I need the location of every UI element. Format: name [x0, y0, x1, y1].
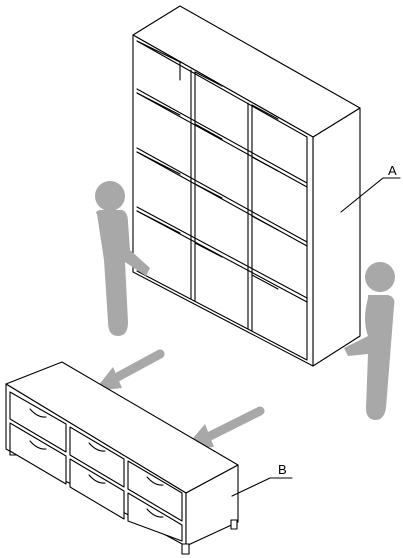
dresser: B: [5, 361, 293, 555]
bookcase-cubby-grid: [136, 40, 308, 332]
dresser-drawers: [9, 391, 183, 542]
person-right: [344, 262, 395, 420]
person-left-body: [96, 210, 150, 336]
bookcase-frame-inner: [136, 40, 308, 361]
person-right-body: [344, 295, 395, 420]
callout-a-leader: [340, 177, 401, 213]
dresser-side-panel: [185, 464, 239, 547]
callout-b-leader: [231, 477, 293, 497]
person-left: [95, 181, 150, 336]
dresser-leg: [181, 543, 190, 555]
callout-a-label: A: [388, 163, 397, 178]
person-right-head: [365, 262, 395, 292]
bookcase-side-panel: [312, 107, 361, 367]
bookcase: A: [132, 5, 401, 367]
arrow-1: [94, 349, 165, 391]
drawer-handles: [29, 408, 164, 518]
person-left-head: [95, 181, 125, 211]
callout-b-label: B: [278, 462, 287, 477]
dresser-leg: [230, 519, 238, 530]
